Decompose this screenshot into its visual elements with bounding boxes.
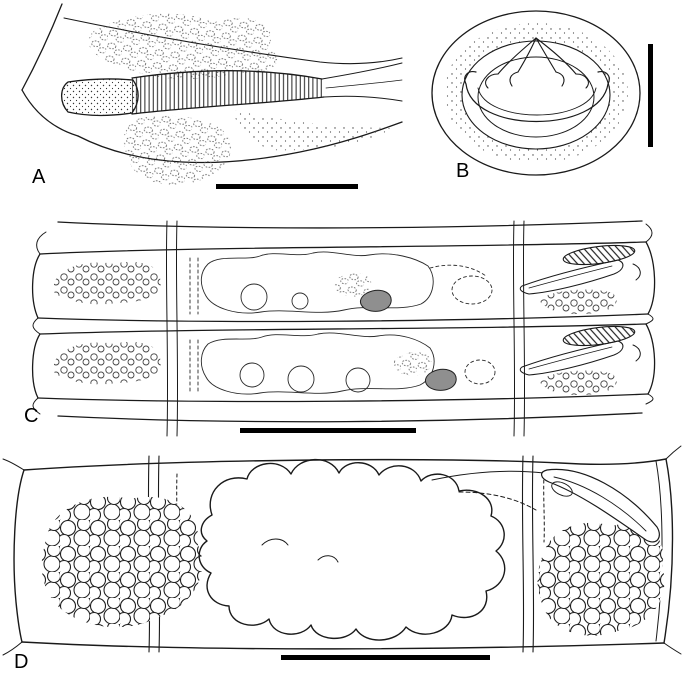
scale-bar-d xyxy=(281,655,490,660)
d-uterus xyxy=(198,458,506,641)
c-proglottid-1-outline xyxy=(31,241,656,323)
c-neighbour-segments xyxy=(32,220,654,423)
c-testis-3 xyxy=(239,362,265,388)
c-proglottid-2-outline xyxy=(31,323,656,403)
c-mehlis-gland-1 xyxy=(333,272,372,297)
c-testis-1 xyxy=(240,283,268,311)
c-strip2-anatomy xyxy=(189,332,496,395)
c-ovary-2 xyxy=(424,368,457,391)
panel-label-c: C xyxy=(24,405,38,427)
b-outer-margin xyxy=(431,10,641,176)
b-inner-collar xyxy=(477,56,595,138)
c-testis-5 xyxy=(345,367,371,393)
c-cirrus-sac xyxy=(562,244,636,266)
d-left-egg-cluster xyxy=(41,496,203,628)
c-ovary-1 xyxy=(359,289,392,312)
a-stippled-field xyxy=(232,110,392,151)
d-right-egg-cluster xyxy=(537,522,665,636)
c-testis-4 xyxy=(287,365,315,393)
c-strip1-anatomy xyxy=(189,251,493,315)
scale-bar-b xyxy=(648,44,653,147)
panel-c-mature-proglottids xyxy=(31,220,656,437)
c-seminal-receptacle-1 xyxy=(451,275,493,305)
panel-d-gravid-proglottid xyxy=(2,445,682,656)
a-proboscis-bulb xyxy=(60,78,139,117)
c-vitelline-field xyxy=(54,261,161,305)
b-middle-ring xyxy=(461,40,611,150)
panel-a-scolex-lateral xyxy=(21,3,403,185)
c-osmoregulatory-canals xyxy=(165,220,526,437)
c-mehlis-gland-2 xyxy=(393,351,432,376)
d-proglottid-outline xyxy=(2,445,682,656)
panel-label-d: D xyxy=(14,651,28,673)
scale-bar-c xyxy=(240,428,416,433)
d-genital-ducts xyxy=(431,470,545,511)
c-seminal-receptacle-2 xyxy=(464,359,496,385)
c-uterus-1 xyxy=(200,251,434,314)
b-bothrial-arc xyxy=(464,71,610,123)
c-postporal-follicles xyxy=(540,289,617,314)
c-vitelline-field-2 xyxy=(53,341,162,385)
a-striated-tentacle xyxy=(131,69,325,115)
b-apical-hooks xyxy=(485,37,589,89)
c-terminal-genitalia-1 xyxy=(519,244,641,314)
d-cirrus-sac xyxy=(541,468,660,543)
scale-bar-a xyxy=(216,184,358,189)
panel-label-a: A xyxy=(32,166,46,188)
c-terminal-genitalia-2 xyxy=(519,322,641,396)
panel-b-scolex-apical xyxy=(431,10,641,176)
a-neck-lines xyxy=(321,62,403,102)
a-gland-clusters xyxy=(88,13,278,185)
panel-label-b: B xyxy=(456,160,469,182)
c-testis-2 xyxy=(291,292,309,310)
d-osmoregulatory-canals xyxy=(147,455,535,653)
